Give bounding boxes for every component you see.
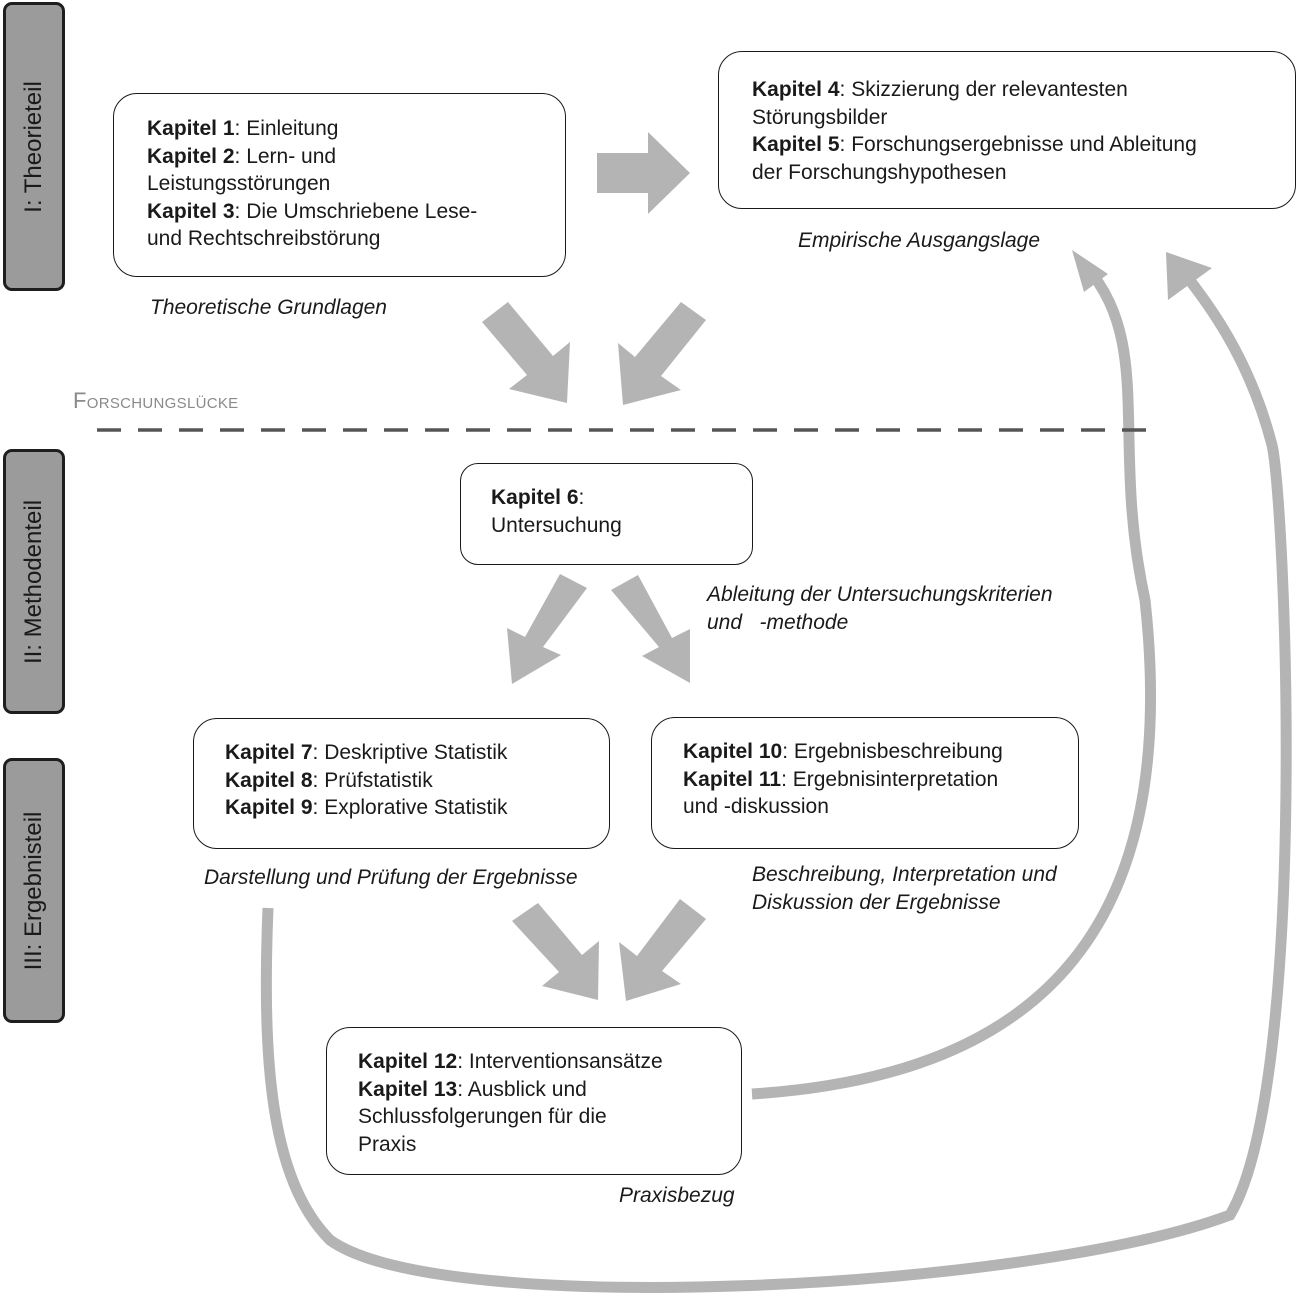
feedback-curve-statistik-to-ausgangslage	[260, 264, 1292, 1293]
arrow-down-right-2	[611, 575, 690, 683]
caption-statistik: Darstellung und Prüfung der Ergebnisse	[204, 866, 578, 889]
box-line: Praxis	[358, 1132, 417, 1156]
arrow-down-left-2	[507, 574, 587, 684]
box-line: Leistungsstörungen	[147, 172, 331, 195]
arrow-down-right-1	[482, 302, 570, 403]
arrow-down-left-1	[618, 302, 706, 405]
section-tab-theorie: I: Theorieteil	[3, 2, 65, 291]
box-line: Kapitel 4: Skizzierung der relevantesten	[752, 78, 1128, 101]
box-line: Kapitel 5: Forschungsergebnisse und Able…	[752, 133, 1197, 156]
feedback-arrowhead-1	[1072, 250, 1108, 292]
box-line: Kapitel 11: Ergebnisinterpretation	[683, 767, 999, 791]
box-line: und -diskussion	[683, 795, 829, 818]
box-line: Untersuchung	[491, 513, 622, 537]
box-line: Kapitel 1: Einleitung	[147, 117, 339, 140]
box-ausgangslage: Kapitel 4: Skizzierung der relevantesten…	[718, 51, 1296, 209]
box-line: Kapitel 7: Deskriptive Statistik	[225, 741, 508, 764]
box-line: der Forschungshypothesen	[752, 160, 1007, 184]
box-line: und Rechtschreibstörung	[147, 227, 381, 250]
feedback-arrowhead-2	[1166, 252, 1212, 300]
box-line: Schlussfolgerungen für die	[358, 1105, 607, 1128]
box-statistik: Kapitel 7: Deskriptive Statistik Kapitel…	[193, 718, 610, 849]
arrow-down-left-3	[619, 899, 706, 1001]
caption-ergebnisse: Beschreibung, Interpretation und Diskuss…	[752, 863, 1057, 914]
section-tab-label: I: Theorieteil	[20, 80, 47, 213]
box-line: Kapitel 9: Explorative Statistik	[225, 796, 508, 819]
box-line: Kapitel 8: Prüfstatistik	[225, 768, 433, 792]
caption-praxis: Praxisbezug	[619, 1184, 735, 1207]
section-tab-label: II: Methodenteil	[20, 499, 47, 664]
section-tab-ergebnis: III: Ergebnisteil	[3, 758, 65, 1023]
box-grundlagen: Kapitel 1: Einleitung Kapitel 2: Lern- u…	[113, 93, 566, 277]
box-line: Kapitel 13: Ausblick und	[358, 1077, 587, 1101]
box-untersuchung: Kapitel 6: Untersuchung	[460, 463, 753, 565]
box-line: Kapitel 12: Interventionsansätze	[358, 1050, 663, 1073]
box-ergebnisse: Kapitel 10: Ergebnisbeschreibung Kapitel…	[651, 717, 1079, 849]
arrow-down-right-3	[512, 903, 599, 1000]
box-praxis: Kapitel 12: Interventionsansätze Kapitel…	[326, 1027, 742, 1175]
box-line: Kapitel 3: Die Umschriebene Lese-	[147, 199, 478, 223]
research-gap-label: Forschungslücke	[73, 388, 239, 413]
caption-untersuchung: Ableitung der Untersuchungskriterien und…	[707, 583, 1053, 634]
caption-ausgangslage: Empirische Ausgangslage	[798, 229, 1041, 252]
section-tab-methoden: II: Methodenteil	[3, 449, 65, 714]
box-line: Störungsbilder	[752, 105, 888, 129]
section-tab-label: III: Ergebnisteil	[20, 811, 47, 970]
arrow-right-grundlagen	[597, 132, 690, 214]
box-line: Kapitel 6:	[491, 486, 585, 509]
box-line: Kapitel 10: Ergebnisbeschreibung	[683, 740, 1003, 763]
box-line: Kapitel 2: Lern- und	[147, 144, 337, 168]
feedback-curve-praxis-to-ausgangslage	[751, 261, 1157, 1100]
caption-grundlagen: Theoretische Grundlagen	[150, 296, 387, 319]
